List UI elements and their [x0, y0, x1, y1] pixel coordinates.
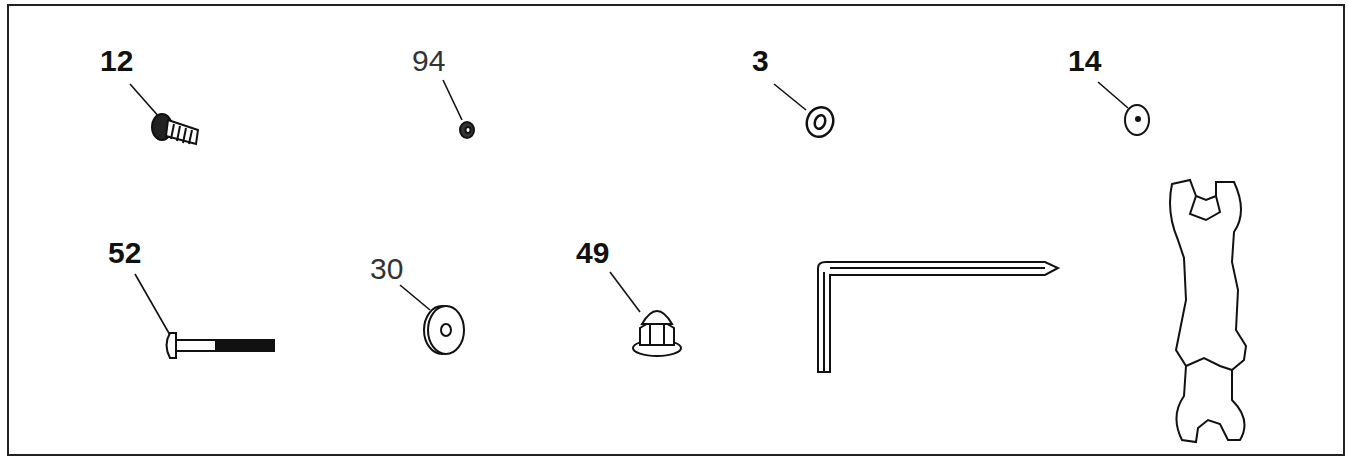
carriage-thread — [216, 340, 274, 351]
frame-border — [8, 5, 1344, 455]
leader-line — [130, 84, 160, 118]
acorn-nut — [633, 311, 681, 356]
disc-washer — [1125, 105, 1149, 135]
wrench-jaw — [1186, 358, 1232, 370]
lock-nut — [460, 122, 474, 138]
bolt-shank — [166, 120, 198, 144]
flange-bolt — [152, 114, 198, 144]
washer-outer — [803, 103, 838, 140]
callout-number: 52 — [108, 238, 141, 268]
wrench-outline — [1170, 180, 1246, 442]
carriage-head — [167, 333, 177, 358]
wrench-jaw — [1190, 196, 1220, 220]
leader-line — [443, 80, 462, 120]
callout-number: 3 — [752, 46, 769, 76]
allen-key — [818, 262, 1058, 372]
bolt-thread — [171, 124, 192, 144]
leader-line — [400, 285, 430, 310]
disc-outer — [1125, 105, 1149, 135]
washer — [803, 103, 838, 140]
callout-number: 14 — [1068, 46, 1101, 76]
open-wrench — [1170, 180, 1246, 442]
leader-line — [135, 274, 170, 335]
allen-key-edge — [824, 268, 1045, 372]
carriage-bolt — [167, 333, 275, 358]
acorn-hex-edges — [650, 322, 664, 345]
leader-line — [774, 84, 806, 110]
allen-key-body — [818, 262, 1058, 372]
acorn-dome — [642, 311, 672, 324]
large-washer-hole — [441, 324, 451, 336]
leader-line — [610, 272, 640, 312]
nut-body — [460, 122, 474, 138]
carriage-shank — [176, 340, 216, 351]
large-washer — [424, 306, 464, 354]
nut-hole — [466, 127, 471, 133]
callout-number: 49 — [576, 238, 609, 268]
leader-line — [1098, 82, 1128, 108]
callout-number: 94 — [412, 46, 445, 76]
washer-hole — [813, 114, 827, 131]
large-washer-face — [428, 306, 464, 354]
callout-number: 30 — [370, 254, 403, 284]
callout-number: 12 — [100, 46, 133, 76]
disc-hole — [1136, 117, 1140, 121]
leader-lines — [130, 80, 1128, 335]
acorn-hex — [640, 322, 674, 345]
